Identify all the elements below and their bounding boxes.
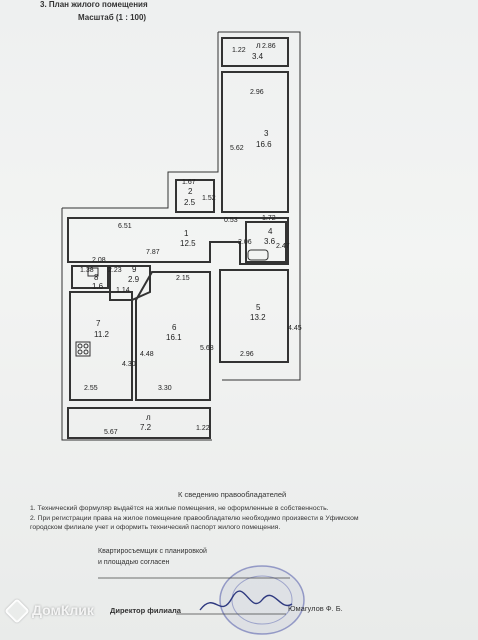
watermark-text: ДомКлик bbox=[32, 602, 94, 618]
room-6 bbox=[135, 271, 211, 401]
svg-text:1.67: 1.67 bbox=[182, 179, 196, 186]
svg-text:7: 7 bbox=[96, 319, 101, 328]
room-balcony-top bbox=[221, 37, 289, 67]
room-balcony-bottom bbox=[67, 407, 211, 439]
room-1 bbox=[67, 217, 289, 265]
svg-text:13.2: 13.2 bbox=[250, 313, 266, 322]
svg-text:1.72: 1.72 bbox=[262, 215, 276, 222]
svg-text:5.62: 5.62 bbox=[230, 145, 244, 152]
svg-text:2.96: 2.96 bbox=[250, 89, 264, 96]
svg-text:1: 1 bbox=[184, 229, 189, 238]
svg-text:8: 8 bbox=[94, 273, 99, 282]
plan-scale: Масштаб (1 : 100) bbox=[78, 13, 147, 22]
svg-text:6: 6 bbox=[172, 323, 177, 332]
svg-text:3.4: 3.4 bbox=[252, 52, 264, 61]
svg-text:5.67: 5.67 bbox=[104, 429, 118, 436]
svg-text:2.06: 2.06 bbox=[238, 239, 252, 246]
plan-heading: 3. План жилого помещения bbox=[40, 0, 148, 9]
svg-text:1.52: 1.52 bbox=[202, 195, 216, 202]
svg-text:2.08: 2.08 bbox=[92, 257, 106, 264]
svg-text:2.96: 2.96 bbox=[240, 351, 254, 358]
room-7 bbox=[69, 291, 133, 401]
svg-text:2.15: 2.15 bbox=[176, 275, 190, 282]
svg-text:2.9: 2.9 bbox=[128, 275, 140, 284]
svg-text:7.87: 7.87 bbox=[146, 249, 160, 256]
svg-text:1.38: 1.38 bbox=[80, 267, 94, 274]
notes-title: К сведению правообладателей bbox=[178, 490, 287, 499]
svg-text:16.6: 16.6 bbox=[256, 140, 272, 149]
svg-text:9: 9 bbox=[132, 265, 137, 274]
signature-role: Директор филиала bbox=[110, 606, 181, 615]
room-8 bbox=[71, 265, 109, 289]
svg-text:5: 5 bbox=[256, 303, 261, 312]
svg-text:3.6: 3.6 bbox=[264, 237, 276, 246]
svg-text:5.68: 5.68 bbox=[200, 345, 214, 352]
svg-text:3: 3 bbox=[264, 129, 269, 138]
svg-text:11.2: 11.2 bbox=[94, 330, 110, 339]
svg-text:1.6: 1.6 bbox=[92, 282, 104, 291]
room-2 bbox=[175, 179, 215, 213]
svg-text:2.23: 2.23 bbox=[108, 267, 122, 274]
svg-text:4.30: 4.30 bbox=[122, 361, 136, 368]
svg-text:7.2: 7.2 bbox=[140, 423, 152, 432]
svg-text:2: 2 bbox=[188, 187, 193, 196]
signature-scribble bbox=[199, 590, 293, 611]
svg-text:0.53: 0.53 bbox=[224, 217, 238, 224]
svg-text:4: 4 bbox=[268, 227, 273, 236]
svg-text:2.5: 2.5 bbox=[184, 198, 196, 207]
svg-text:6.51: 6.51 bbox=[118, 223, 132, 230]
room-9 bbox=[109, 265, 151, 301]
room-3 bbox=[221, 71, 289, 213]
watermark: ДомКлик bbox=[4, 598, 94, 625]
svg-text:16.1: 16.1 bbox=[166, 333, 182, 342]
svg-text:4.48: 4.48 bbox=[140, 351, 154, 358]
svg-text:12.5: 12.5 bbox=[180, 239, 196, 248]
svg-text:л: л bbox=[146, 413, 151, 422]
approval-line-2: и площадью согласен bbox=[98, 559, 170, 566]
approval-line-1: Квартиросъемщик с планировкой bbox=[98, 548, 207, 555]
svg-text:2.86: 2.86 bbox=[262, 43, 276, 50]
svg-text:л: л bbox=[256, 41, 261, 50]
signature-name: Юмагулов Ф. Б. bbox=[288, 604, 343, 613]
svg-text:4.45: 4.45 bbox=[288, 325, 302, 332]
svg-text:2.47: 2.47 bbox=[276, 243, 290, 250]
svg-text:3.30: 3.30 bbox=[158, 385, 172, 392]
room-4 bbox=[245, 221, 287, 263]
note-line-2a: 2. При регистрации права на жилое помеще… bbox=[30, 515, 359, 522]
room-5 bbox=[219, 269, 289, 363]
note-line-2b: городском филиале учет и оформить технич… bbox=[30, 524, 281, 531]
svg-text:1.14: 1.14 bbox=[116, 287, 130, 294]
svg-text:1.22: 1.22 bbox=[232, 47, 246, 54]
note-line-1: 1. Технический формуляр выдаётся на жилы… bbox=[30, 505, 329, 512]
svg-text:2.55: 2.55 bbox=[84, 385, 98, 392]
house-icon bbox=[4, 598, 30, 625]
svg-text:1.22: 1.22 bbox=[196, 425, 210, 432]
